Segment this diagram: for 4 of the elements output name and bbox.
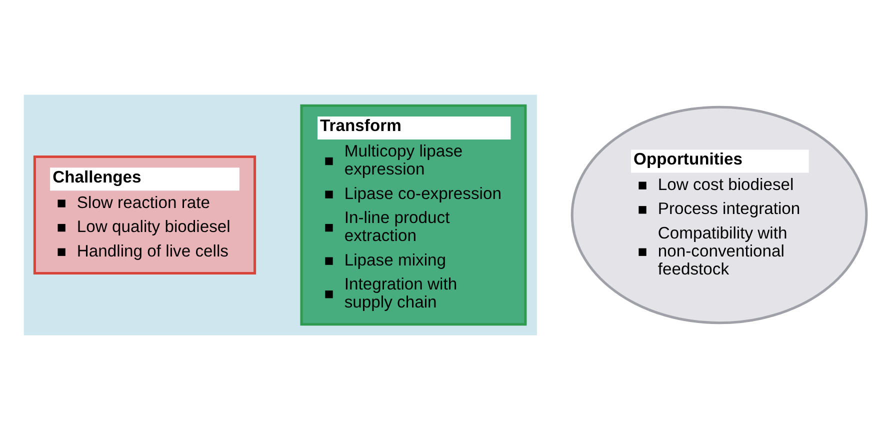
node-box: Transform Multicopy lipase expression Lipase co-expression In-line product extraction Lipase mixing Integration with supply chain [300,104,527,326]
node-box: Challenges Slow reaction rate Low quality biodiesel Handling of live cells [33,155,256,274]
cluster [24,94,537,335]
node-ellipse: Opportunities Low cost biodiesel Process integration Compatibility with non-conventional feedstock [570,105,868,324]
